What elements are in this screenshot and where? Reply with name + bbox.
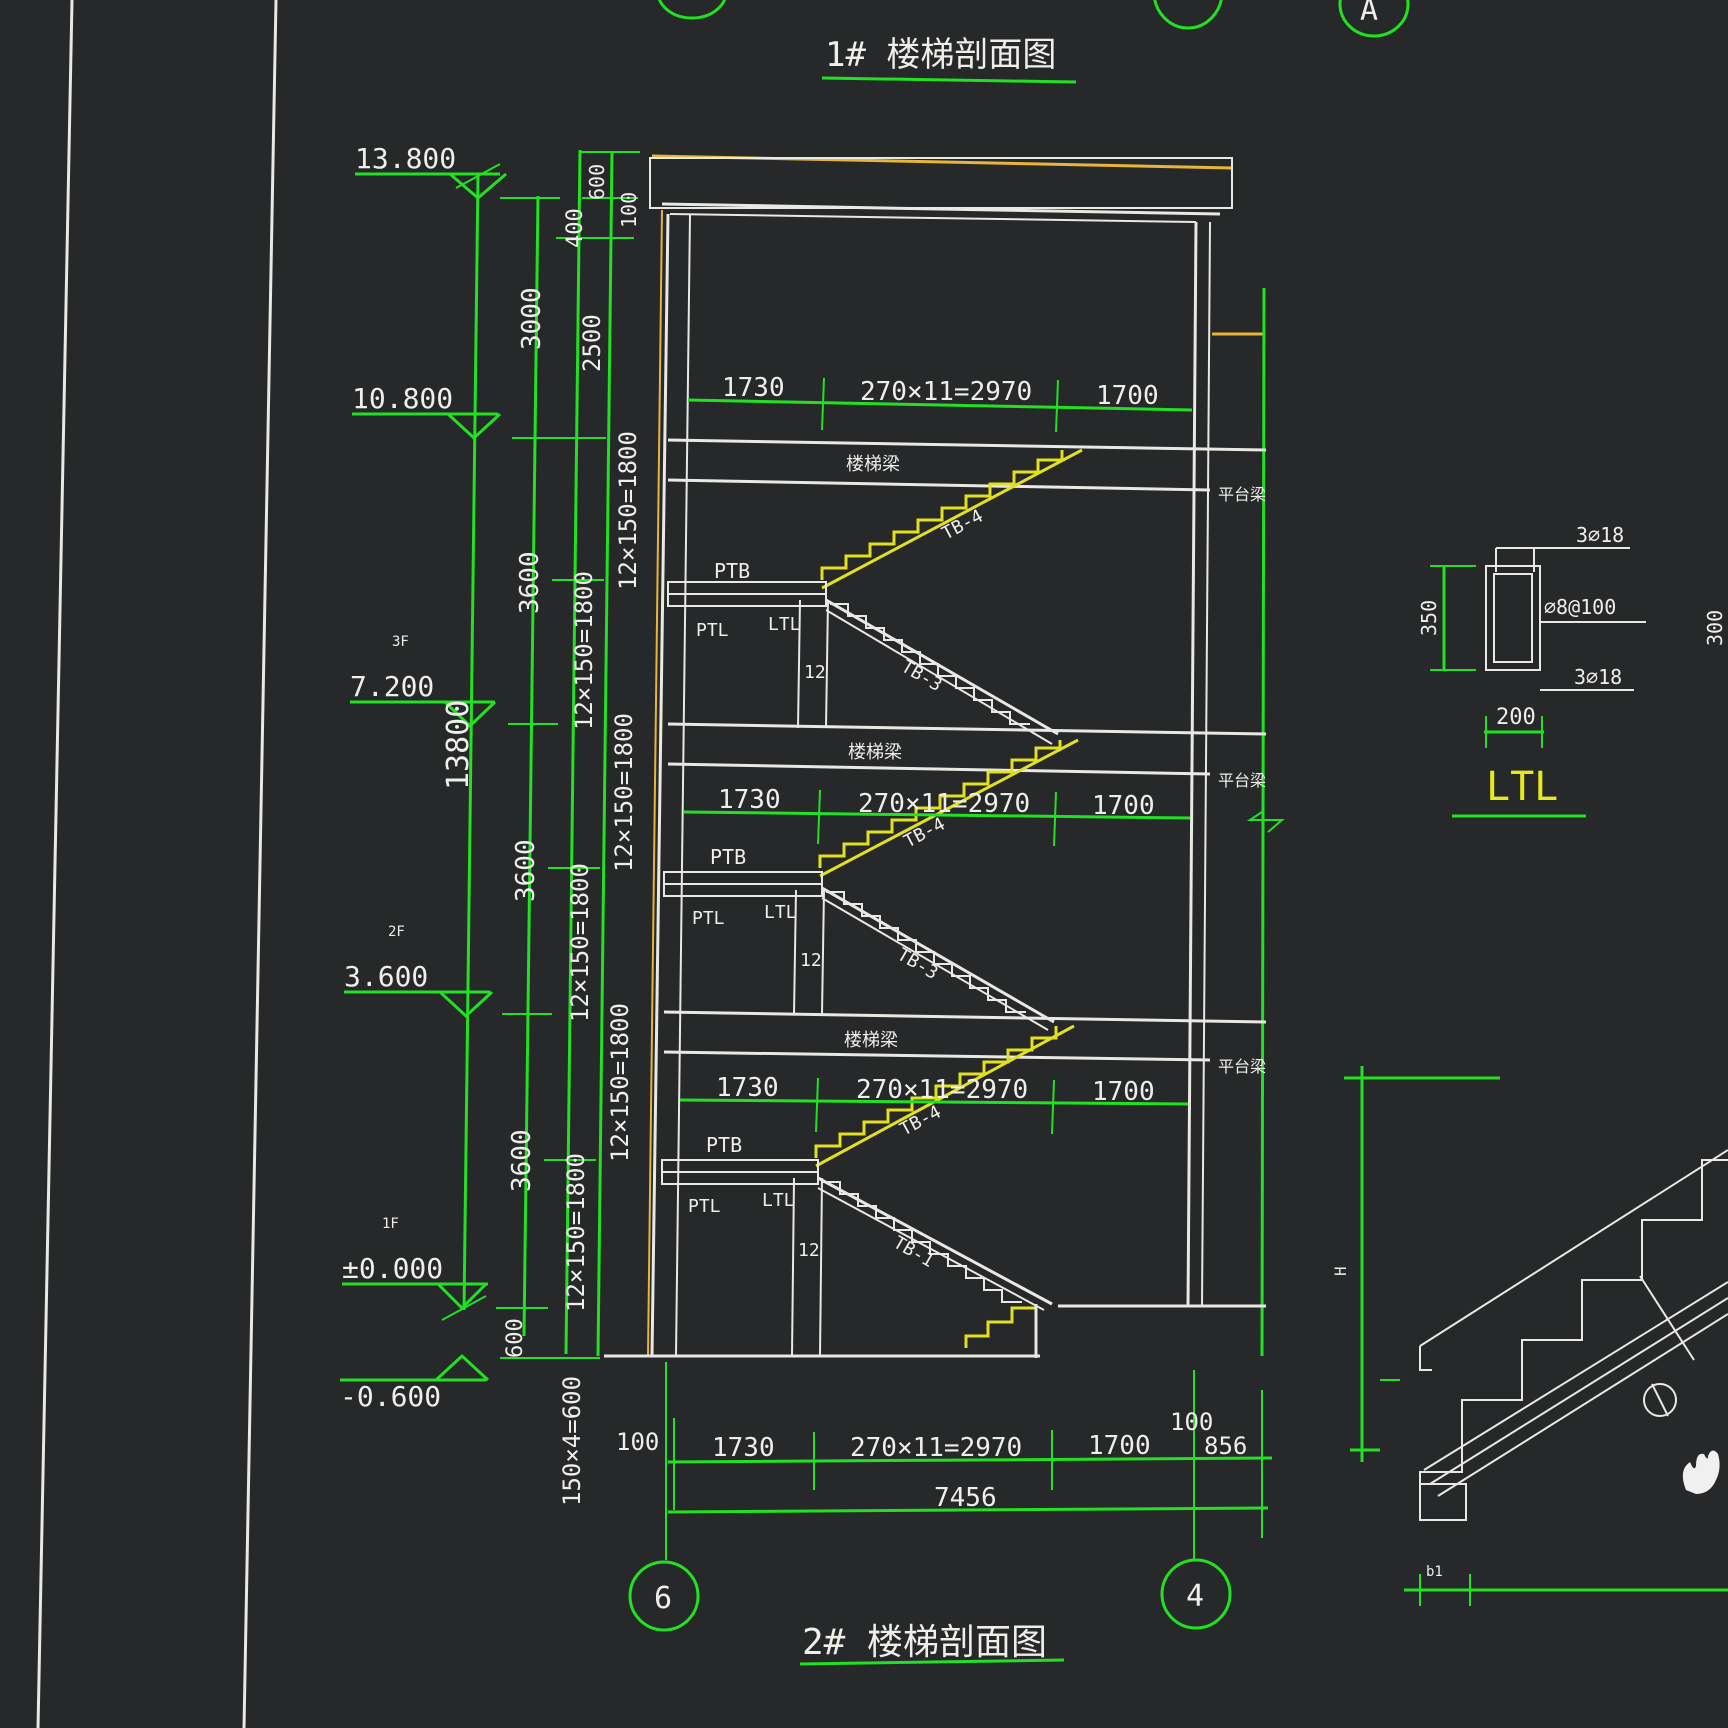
level-3600: 3.600 bbox=[344, 960, 428, 993]
structural-labels: PTB PTL LTL 12 TB-4 TB-3 楼梯梁 平台梁 PTB PTL… bbox=[688, 454, 1266, 1272]
label-tb-down-3: TB-3 bbox=[898, 656, 946, 696]
floor-1f: 1F bbox=[382, 1216, 399, 1232]
title-underline-1 bbox=[821, 76, 1077, 84]
dim-1-c: 1700 bbox=[1092, 1077, 1155, 1107]
stair-structure bbox=[604, 154, 1285, 1358]
bottom-dimension-chain: 100 1730 270×11=2970 1700 100 856 7456 bbox=[616, 1362, 1273, 1560]
elevation-marks: 13.800 10.800 3F 7.200 2F 3.600 1F ±0.00… bbox=[340, 142, 507, 1413]
vdim-flight-4b: 12×150=1800 bbox=[610, 713, 638, 872]
label-ptb-2: PTB bbox=[710, 845, 746, 869]
vdim-400: 400 bbox=[563, 208, 588, 248]
vdim-3600-c: 3600 bbox=[507, 1129, 537, 1192]
dim-2-c: 1700 bbox=[1092, 791, 1155, 821]
axis-6-label: 6 bbox=[654, 1581, 672, 1616]
ltl-height: 350 bbox=[1417, 600, 1441, 636]
vdim-600-top: 600 bbox=[585, 164, 609, 200]
dim-2-b: 270×11=2970 bbox=[858, 789, 1030, 819]
level-0000: ±0.000 bbox=[342, 1252, 443, 1285]
label-ltl-3: LTL bbox=[768, 614, 801, 635]
vdim-total: 13800 bbox=[441, 700, 476, 790]
label-beam-3: 平台梁 bbox=[1218, 485, 1266, 504]
dim-3-a: 1730 bbox=[722, 373, 785, 403]
label-ptl-3: PTL bbox=[696, 620, 729, 641]
vdim-3000: 3000 bbox=[517, 287, 547, 350]
vertical-dimension-chains: 13800 3000 3600 3600 3600 400 2500 12×15… bbox=[441, 149, 642, 1506]
axis-bubble-4: 4 bbox=[1160, 1558, 1232, 1630]
label-ltl-1: LTL bbox=[762, 1190, 795, 1211]
label-tb-down-2: TB-3 bbox=[894, 944, 942, 984]
ltl-beam-detail: 3⌀18 ⌀8@100 3⌀18 350 200 LTL 300 bbox=[1417, 523, 1727, 818]
vdim-2500: 2500 bbox=[578, 314, 606, 372]
label-slab-1: 楼梯梁 bbox=[844, 1030, 898, 1051]
level-10800: 10.800 bbox=[352, 382, 453, 415]
edge-dim: 300 bbox=[1703, 610, 1727, 646]
level-13800: 13.800 bbox=[355, 142, 456, 175]
dim-1-a: 1730 bbox=[716, 1073, 779, 1103]
ltl-top-bars: 3⌀18 bbox=[1576, 523, 1624, 547]
bdim-seg-a: 1730 bbox=[712, 1433, 775, 1463]
label-steps-1: 12 bbox=[798, 1240, 820, 1261]
bdim-right-b: 856 bbox=[1204, 1432, 1247, 1460]
ltl-detail-title: LTL bbox=[1486, 764, 1558, 810]
label-beam-2: 平台梁 bbox=[1218, 771, 1266, 790]
vdim-flight-4a: 12×150=1800 bbox=[614, 431, 642, 590]
label-ltl-2: LTL bbox=[764, 902, 797, 923]
detail-h-label: H bbox=[1331, 1266, 1350, 1276]
axis-4-label: 4 bbox=[1186, 1579, 1204, 1614]
bdim-seg-c: 1700 bbox=[1088, 1431, 1151, 1461]
ltl-stirrup: ⌀8@100 bbox=[1544, 595, 1616, 619]
dim-1-b: 270×11=2970 bbox=[856, 1075, 1028, 1105]
section-title-1: 1# 楼梯剖面图 bbox=[825, 35, 1056, 75]
label-ptl-2: PTL bbox=[692, 908, 725, 929]
floor-horizontal-dims: 1730 270×11=2970 1700 1730 270×11=2970 1… bbox=[679, 373, 1193, 1135]
vdim-3600-b: 3600 bbox=[511, 839, 541, 902]
bdim-right-a: 100 bbox=[1170, 1408, 1213, 1436]
level-minus-0600: -0.600 bbox=[340, 1380, 441, 1413]
label-tb-up-1: TB-4 bbox=[896, 1102, 944, 1141]
label-steps-3: 12 bbox=[804, 662, 826, 683]
section-title-2: 2# 楼梯剖面图 bbox=[802, 1622, 1047, 1663]
stair-reinforcement-detail: H b1 bbox=[1331, 1066, 1728, 1606]
dim-2-a: 1730 bbox=[718, 785, 781, 815]
label-beam-1: 平台梁 bbox=[1218, 1057, 1266, 1076]
bdim-left: 100 bbox=[616, 1428, 659, 1456]
dim-3-b: 270×11=2970 bbox=[860, 377, 1032, 407]
level-7200: 7.200 bbox=[350, 670, 434, 703]
label-slab-3: 楼梯梁 bbox=[846, 454, 900, 475]
vdim-100-top: 100 bbox=[617, 192, 641, 228]
top-axis-bubble-label: A bbox=[1360, 0, 1378, 28]
label-ptl-1: PTL bbox=[688, 1196, 721, 1217]
label-tb-up-3: TB-4 bbox=[938, 506, 986, 545]
top-axis-bubbles: A bbox=[658, 0, 1410, 38]
floor-2f: 2F bbox=[388, 924, 405, 940]
vdim-flight-3c: 12×150=1800 bbox=[562, 1153, 590, 1312]
label-ptb-1: PTB bbox=[706, 1133, 742, 1157]
floor-3f: 3F bbox=[392, 634, 409, 650]
drawing-frame bbox=[36, 0, 278, 1728]
detail-b-label: b1 bbox=[1426, 1564, 1443, 1580]
vdim-flight-4c: 12×150=1800 bbox=[606, 1003, 634, 1162]
dim-3-c: 1700 bbox=[1096, 381, 1159, 411]
vdim-flight-3b: 12×150=1800 bbox=[566, 863, 594, 1022]
label-slab-2: 楼梯梁 bbox=[848, 742, 902, 763]
vdim-flight-3a: 12×150=1800 bbox=[570, 571, 598, 730]
ltl-width: 200 bbox=[1496, 705, 1536, 730]
label-ptb-3: PTB bbox=[714, 559, 750, 583]
bdim-seg-b: 270×11=2970 bbox=[850, 1433, 1022, 1463]
ltl-bottom-bars: 3⌀18 bbox=[1574, 665, 1622, 689]
label-steps-2: 12 bbox=[800, 950, 822, 971]
vdim-3600-a: 3600 bbox=[515, 551, 545, 614]
bdim-total: 7456 bbox=[934, 1483, 997, 1513]
title-underline-2 bbox=[799, 1658, 1065, 1666]
pan-hand-icon[interactable] bbox=[1682, 1450, 1720, 1494]
vdim-600-bottom: 600 bbox=[503, 1318, 528, 1358]
vdim-steps-bottom: 150×4=600 bbox=[558, 1376, 586, 1506]
axis-bubble-6: 6 bbox=[628, 1560, 700, 1632]
